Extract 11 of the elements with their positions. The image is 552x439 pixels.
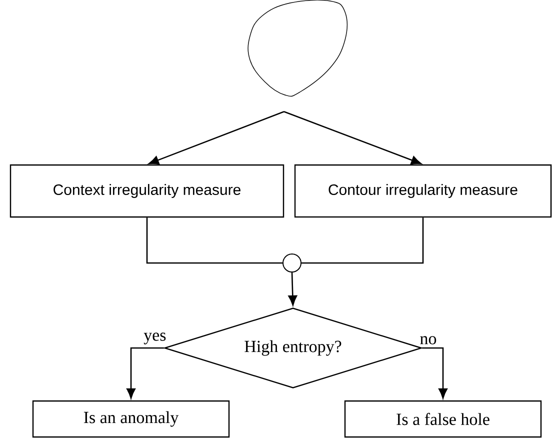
process-box: Is an anomaly [32,400,230,438]
junction-circle [282,254,302,272]
process-box: Is a false hole [344,400,542,438]
arrow [422,347,448,399]
arrow [284,111,422,165]
arrow [126,347,164,399]
arrow [148,111,284,165]
process-box: Context irregularity measure [10,164,284,218]
contour-drawing [248,0,348,97]
process-box: Contour irregularity measure [294,164,552,218]
arrow [288,272,298,306]
